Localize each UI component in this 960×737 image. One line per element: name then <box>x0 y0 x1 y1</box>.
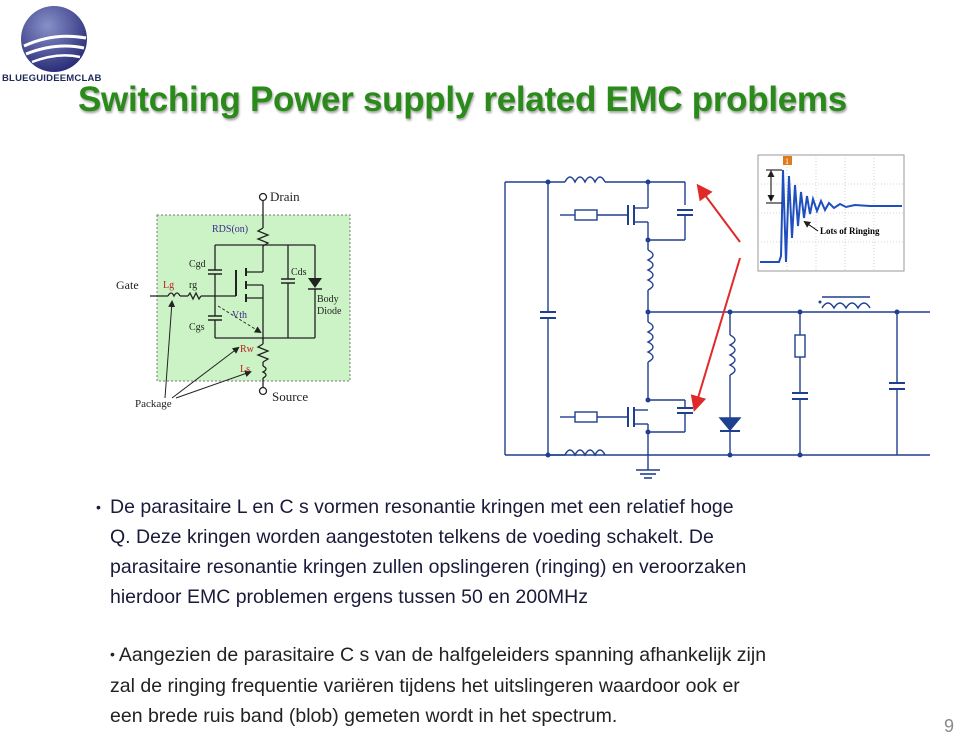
bullet-item-1: • De parasitaire L en C s vormen resonan… <box>96 492 910 612</box>
lg-label: Lg <box>163 280 174 291</box>
scope-marker: 1 <box>785 157 789 166</box>
bullet-2-line-2: zal de ringing frequentie variëren tijde… <box>110 675 740 697</box>
blueguide-logo <box>21 6 87 72</box>
ringing-label: Lots of Ringing <box>820 226 880 236</box>
rw-label: Rw <box>240 344 255 355</box>
rg-label: rg <box>189 280 197 291</box>
drain-label: Drain <box>270 189 300 204</box>
bullet-dot: • <box>110 646 115 662</box>
page-number: 9 <box>943 716 954 736</box>
red-arrow-down <box>690 257 741 412</box>
vth-label: Vth <box>232 310 247 321</box>
package-label: Package <box>135 398 172 410</box>
bullet-item-2: •Aangezien de parasitaire C s van de hal… <box>110 640 910 731</box>
ringing-trace <box>760 169 902 263</box>
ringing-waveform-plot: 1 Lots of Ringing <box>757 154 905 272</box>
cgs-label: Cgs <box>189 322 205 333</box>
converter-schematic <box>504 176 930 479</box>
cgd-label: Cgd <box>189 259 206 270</box>
source-label: Source <box>272 389 308 404</box>
body-diode-label-2: Diode <box>317 306 342 317</box>
bullet-1-line-3: parasitaire resonantie kringen zullen op… <box>110 556 747 578</box>
gate-label: Gate <box>116 278 139 292</box>
red-arrow-up <box>696 183 741 243</box>
page-title: Switching Power supply related EMC probl… <box>78 80 847 119</box>
bullet-1-line-2: Q. Deze kringen worden aangestoten telke… <box>110 526 714 548</box>
mosfet-model: Drain RDS(on) Cgd Gate Lg rg Cgs Vth Cds… <box>116 189 351 410</box>
logo-text: BLUEGUIDEEMCLAB <box>2 73 102 84</box>
ls-label: Ls <box>240 364 250 375</box>
bullet-list: • De parasitaire L en C s vormen resonan… <box>96 492 910 731</box>
circuit-figures: Drain RDS(on) Cgd Gate Lg rg Cgs Vth Cds… <box>116 154 930 479</box>
bullet-dot: • <box>96 499 101 515</box>
rds-on-label: RDS(on) <box>212 224 248 235</box>
body-diode-label: Body <box>317 294 339 305</box>
bullet-1-line-1: De parasitaire L en C s vormen resonanti… <box>110 496 734 518</box>
bullet-2-line-3: een brede ruis band (blob) gemeten wordt… <box>110 705 618 727</box>
bullet-1-line-4: hierdoor EMC problemen ergens tussen 50 … <box>110 586 589 608</box>
bullet-2-line-1: Aangezien de parasitaire C s van de half… <box>118 644 767 666</box>
cds-label: Cds <box>291 267 307 278</box>
